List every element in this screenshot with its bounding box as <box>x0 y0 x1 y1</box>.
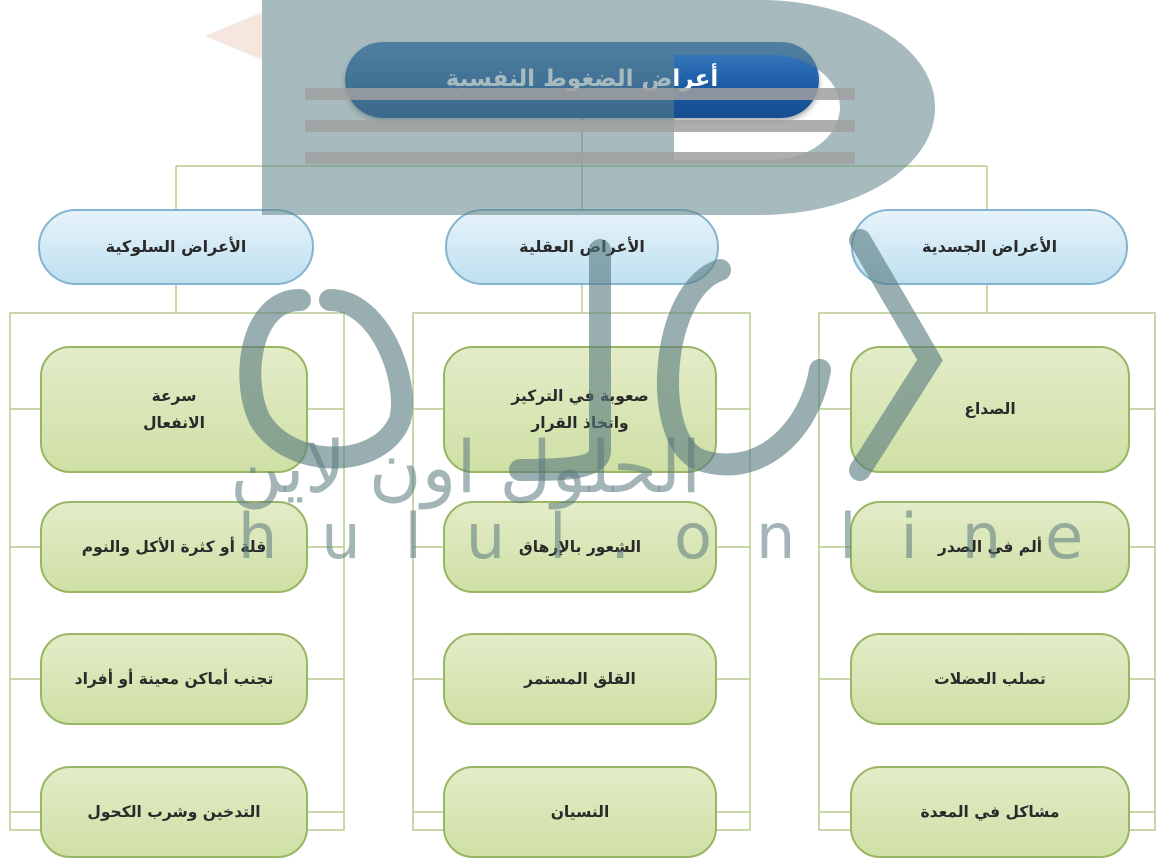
symptom-node: ألم في الصدر <box>850 501 1130 593</box>
symptom-label: سرعة الانفعال <box>143 387 205 432</box>
category-mental: الأعراض العقلية <box>445 209 719 285</box>
watermark-latin-text: hulul.online <box>238 500 1128 573</box>
symptom-label: الشعور بالإرهاق <box>518 537 642 556</box>
symptom-node: التدخين وشرب الكحول <box>40 766 308 858</box>
symptom-label: مشاكل في المعدة <box>920 802 1060 821</box>
category-behavioral: الأعراض السلوكية <box>38 209 314 285</box>
root-node: أعراض الضغوط النفسية <box>345 42 819 118</box>
category-physical: الأعراض الجسدية <box>851 209 1128 285</box>
symptom-label: قلة أو كثرة الأكل والنوم <box>81 537 267 556</box>
watermark-arabic-text: الحلول اون لاين <box>230 425 702 509</box>
symptom-node: الشعور بالإرهاق <box>443 501 717 593</box>
symptom-node: الصداع <box>850 346 1130 473</box>
symptom-label: النسيان <box>550 802 610 821</box>
category-label: الأعراض الجسدية <box>921 237 1058 257</box>
symptom-node: قلة أو كثرة الأكل والنوم <box>40 501 308 593</box>
symptom-label: تصلب العضلات <box>934 669 1046 688</box>
symptom-node: مشاكل في المعدة <box>850 766 1130 858</box>
symptom-label: ألم في الصدر <box>937 537 1043 556</box>
root-label: أعراض الضغوط النفسية <box>445 66 719 93</box>
category-label: الأعراض العقلية <box>519 237 645 257</box>
symptom-node: النسيان <box>443 766 717 858</box>
symptom-label: التدخين وشرب الكحول <box>87 802 261 821</box>
symptom-node: القلق المستمر <box>443 633 717 725</box>
symptom-label: تجنب أماكن معينة أو أفراد <box>74 669 274 688</box>
symptom-label: القلق المستمر <box>524 669 636 688</box>
category-label: الأعراض السلوكية <box>105 237 247 257</box>
symptom-node: تصلب العضلات <box>850 633 1130 725</box>
symptom-label: الصداع <box>964 400 1016 419</box>
symptom-node: تجنب أماكن معينة أو أفراد <box>40 633 308 725</box>
